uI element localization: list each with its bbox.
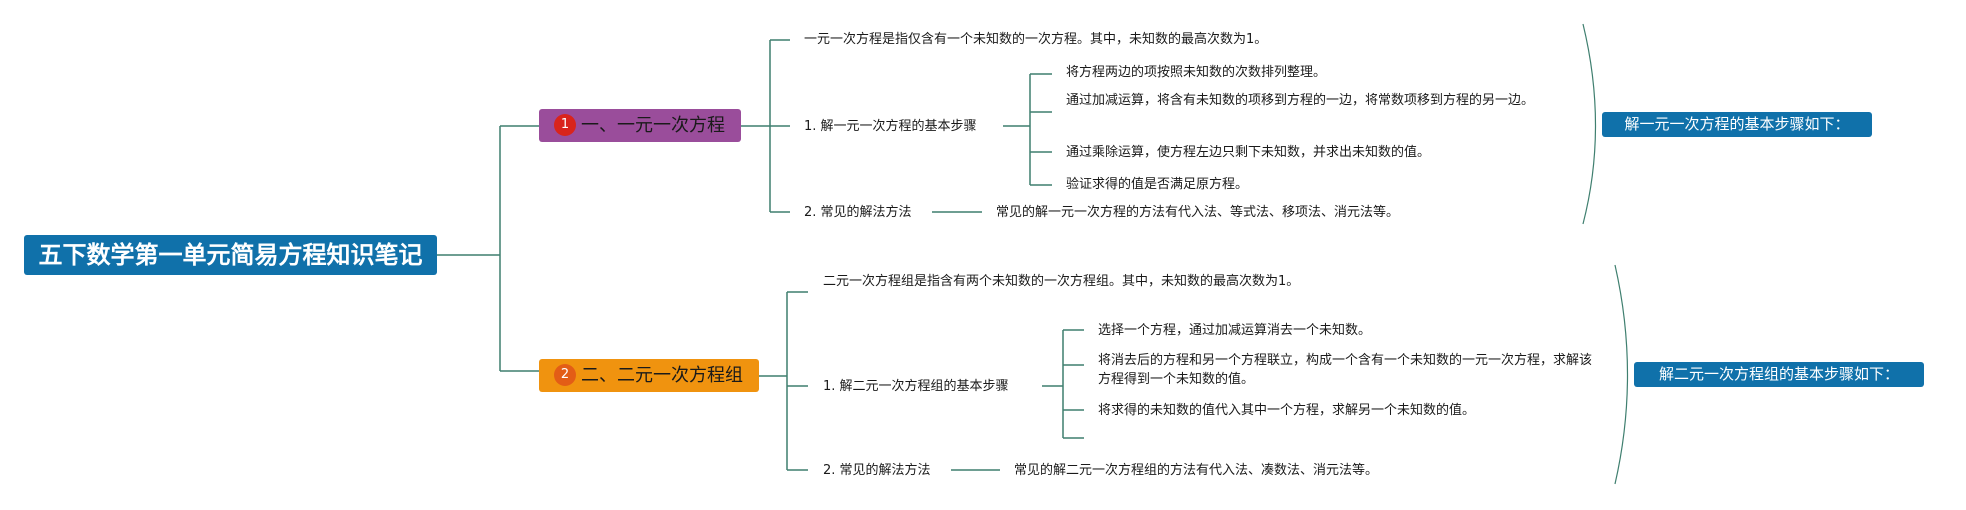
section-2-methods-text[interactable]: 常见的解二元一次方程组的方法有代入法、凑数法、消元法等。: [1014, 463, 1379, 478]
section-2-summary-node[interactable]: 解二元一次方程组的基本步骤如下：: [1634, 362, 1924, 387]
section-2-methods-label[interactable]: 2. 常见的解法方法: [823, 463, 931, 478]
section-2-step-1[interactable]: 选择一个方程，通过加减运算消去一个未知数。: [1098, 323, 1372, 338]
section-2-badge: 2: [554, 364, 576, 386]
summary-bracket-2: [1614, 264, 1629, 485]
section-2-step-3[interactable]: 将求得的未知数的值代入其中一个方程，求解另一个未知数的值。: [1098, 403, 1476, 418]
section-1-badge: 1: [554, 114, 576, 136]
section-1-step-3[interactable]: 通过乘除运算，使方程左边只剩下未知数，并求出未知数的值。: [1066, 145, 1431, 160]
section-2-steps-label[interactable]: 1. 解二元一次方程组的基本步骤: [823, 379, 1009, 394]
connector-section2-steps: [1042, 329, 1084, 439]
section-1-methods-label[interactable]: 2. 常见的解法方法: [804, 205, 912, 220]
section-2-title: 二、二元一次方程组: [581, 365, 743, 386]
summary-bracket-1: [1582, 23, 1597, 225]
section-1-methods-text[interactable]: 常见的解一元一次方程的方法有代入法、等式法、移项法、消元法等。: [996, 205, 1400, 220]
connector-root-to-sections: [437, 125, 539, 372]
section-1-definition[interactable]: 一元一次方程是指仅含有一个未知数的一次方程。其中，未知数的最高次数为1。: [804, 32, 1268, 47]
section-1-step-1[interactable]: 将方程两边的项按照未知数的次数排列整理。: [1066, 65, 1327, 80]
section-2-node[interactable]: 2 二、二元一次方程组: [539, 359, 759, 392]
section-1-step-4[interactable]: 验证求得的值是否满足原方程。: [1066, 177, 1249, 192]
connector-section1: [741, 39, 790, 213]
root-topic[interactable]: 五下数学第一单元简易方程知识笔记: [24, 235, 437, 275]
section-1-step-2[interactable]: 通过加减运算，将含有未知数的项移到方程的一边，将常数项移到方程的另一边。: [1066, 93, 1535, 108]
section-2-step-2[interactable]: 将消去后的方程和另一个方程联立，构成一个含有一个未知数的一元一次方程，求解该方程…: [1098, 353, 1593, 387]
section-2-definition[interactable]: 二元一次方程组是指含有两个未知数的一次方程组。其中，未知数的最高次数为1。: [823, 274, 1300, 289]
section-1-title: 一、一元一次方程: [581, 115, 725, 136]
connector-section2: [759, 291, 808, 471]
section-1-summary-node[interactable]: 解一元一次方程的基本步骤如下：: [1602, 112, 1872, 137]
connector-section1-steps: [1003, 73, 1052, 186]
section-1-node[interactable]: 1 一、一元一次方程: [539, 109, 741, 142]
section-1-steps-label[interactable]: 1. 解一元一次方程的基本步骤: [804, 119, 977, 134]
